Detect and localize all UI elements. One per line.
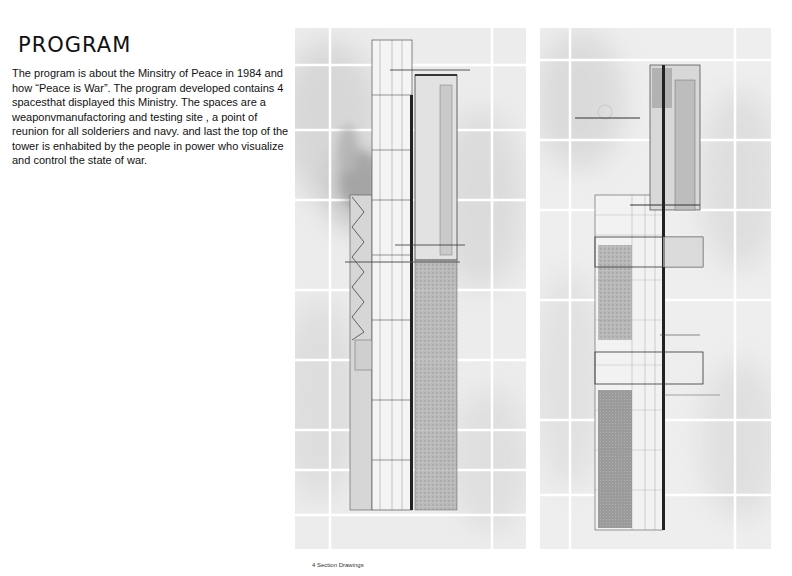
program-text: The program is about the Minsitry of Pea…	[12, 66, 294, 168]
figure-caption: 4 Section Drawings	[312, 562, 364, 568]
page-title: PROGRAM	[18, 33, 131, 57]
